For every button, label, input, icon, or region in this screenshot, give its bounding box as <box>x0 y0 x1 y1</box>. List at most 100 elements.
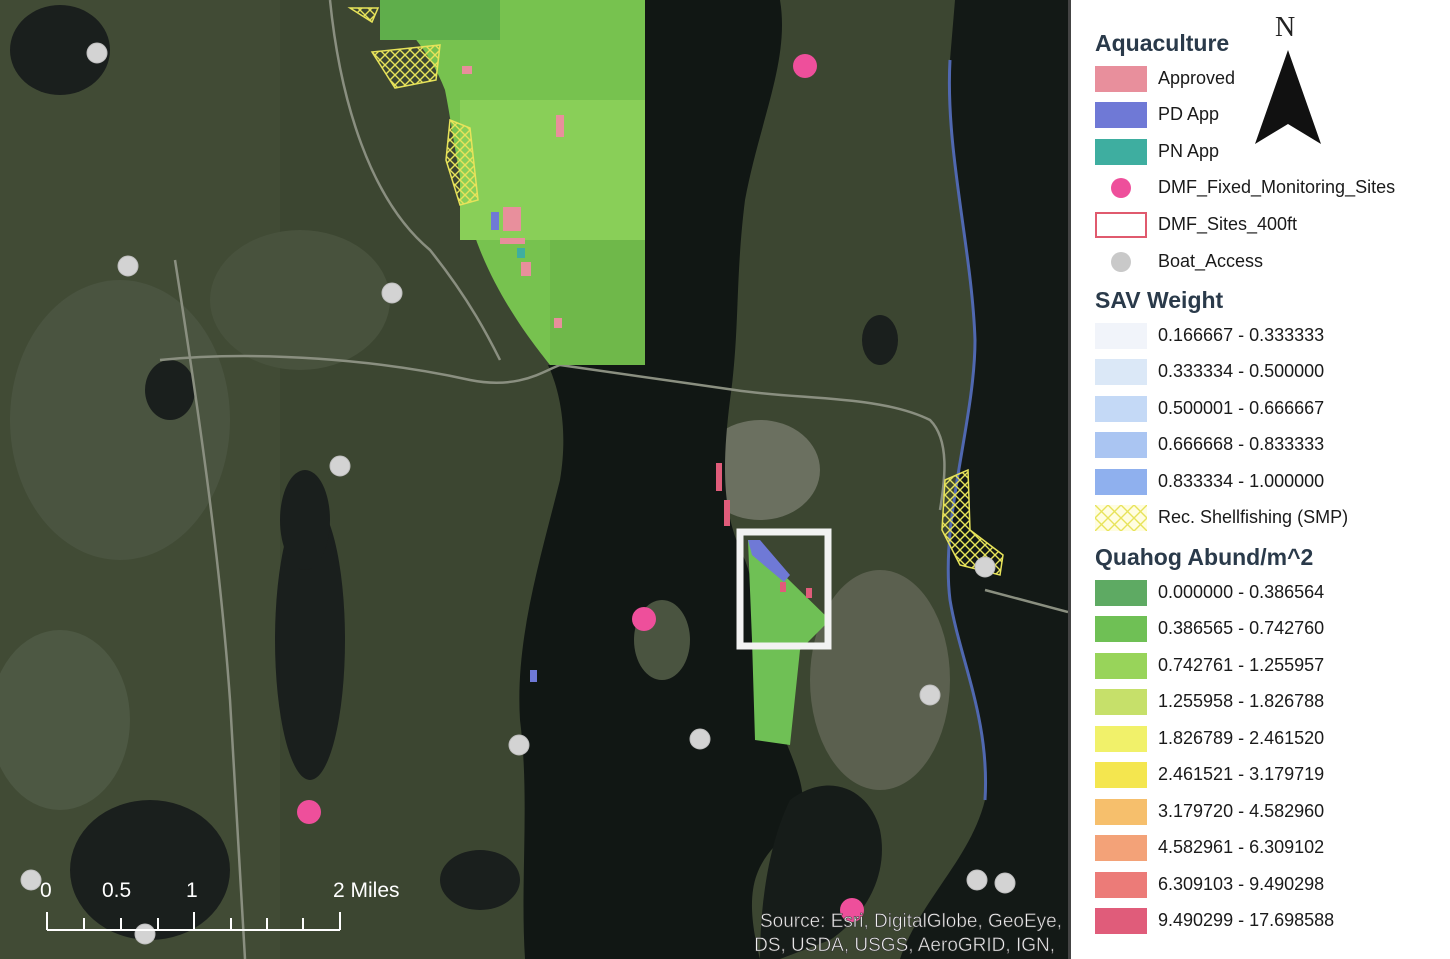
legend-item-quahog-2: 0.386565 - 0.742760 <box>1095 612 1435 646</box>
legend-panel: Aquaculture Approved PD App PN App DMF_F… <box>1068 0 1450 959</box>
east-shoreline <box>946 59 988 801</box>
legend-item-quahog-8: 4.582961 - 6.309102 <box>1095 831 1435 865</box>
legend-label: 0.666668 - 0.833333 <box>1158 434 1325 454</box>
east-water <box>900 0 1068 959</box>
legend-label: 0.386565 - 0.742760 <box>1158 618 1325 638</box>
bay-water <box>519 0 803 959</box>
quahog-swatch <box>1095 616 1147 642</box>
legend-item-quahog-5: 1.826789 - 2.461520 <box>1095 722 1435 756</box>
approved-leases-north <box>462 66 564 328</box>
scale-label-2-miles: 2 Miles <box>333 879 400 902</box>
sav-legend-title: SAV Weight <box>1095 287 1224 313</box>
legend-item-quahog-4: 1.255958 - 1.826788 <box>1095 685 1435 719</box>
legend-label: 2.461521 - 3.179719 <box>1158 764 1325 784</box>
pn-app-swatch <box>1095 139 1147 165</box>
dmf-sites-400ft-swatch <box>1095 212 1147 238</box>
boat-access-dot-icon <box>1111 252 1131 272</box>
north-letter: N <box>1275 12 1296 43</box>
legend-item-quahog-6: 2.461521 - 3.179719 <box>1095 758 1435 792</box>
sav-swatch <box>1095 432 1147 458</box>
legend-label: 1.826789 - 2.461520 <box>1158 728 1325 748</box>
scale-label-half: 0.5 <box>102 879 131 902</box>
legend-item-dmf-sites-400ft: DMF_Sites_400ft <box>1095 208 1435 242</box>
legend-label: 9.490299 - 17.698588 <box>1158 910 1335 930</box>
legend-label: 6.309103 - 9.490298 <box>1158 874 1325 894</box>
pd-lease-south <box>748 540 790 582</box>
scale-bar <box>46 912 341 931</box>
roads <box>159 0 1068 959</box>
pd-lease-north <box>491 212 499 230</box>
scale-label-0: 0 <box>40 879 52 902</box>
quahog-swatch <box>1095 580 1147 606</box>
source-attribution: Source: Esri, DigitalGlobe, GeoEye, DS, … <box>754 911 1063 957</box>
quahog-legend-title: Quahog Abund/m^2 <box>1095 544 1314 570</box>
quahog-north-zone <box>380 0 645 365</box>
legend-item-sav-5: 0.833334 - 1.000000 <box>1095 465 1435 499</box>
quahog-swatch <box>1095 653 1147 679</box>
legend-item-quahog-1: 0.000000 - 0.386564 <box>1095 576 1435 610</box>
quahog-swatch <box>1095 799 1147 825</box>
legend-item-approved: Approved <box>1095 62 1435 96</box>
north-arrow-icon <box>1255 50 1321 144</box>
legend-label: PD App <box>1158 104 1220 124</box>
legend-item-quahog-10: 9.490299 - 17.698588 <box>1095 904 1435 938</box>
legend-item-quahog-7: 3.179720 - 4.582960 <box>1095 795 1435 829</box>
legend-label: 0.500001 - 0.666667 <box>1158 398 1325 418</box>
source-line-1: Source: Esri, DigitalGlobe, GeoEye, <box>760 911 1062 932</box>
legend-label: 0.333334 - 0.500000 <box>1158 361 1325 381</box>
legend-item-sav-3: 0.500001 - 0.666667 <box>1095 392 1435 426</box>
dmf-site-400ft-box[interactable] <box>736 528 832 650</box>
quahog-swatch <box>1095 726 1147 752</box>
quahog-swatch <box>1095 689 1147 715</box>
pn-lease-north <box>517 248 525 258</box>
legend-item-sav-2: 0.333334 - 0.500000 <box>1095 355 1435 389</box>
legend-label: Approved <box>1158 68 1236 88</box>
legend-label: PN App <box>1158 141 1220 161</box>
pd-lease-bay <box>530 670 537 682</box>
boat-access-points <box>20 42 1016 945</box>
legend-item-pn-app: PN App <box>1095 135 1435 169</box>
legend-item-sav-1: 0.166667 - 0.333333 <box>1095 319 1435 353</box>
legend-label: 3.179720 - 4.582960 <box>1158 801 1325 821</box>
quahog-swatch <box>1095 835 1147 861</box>
approved-swatch <box>1095 66 1147 92</box>
sav-swatch <box>1095 469 1147 495</box>
legend-item-rec-shellfishing: Rec. Shellfishing (SMP) <box>1095 501 1435 535</box>
legend-label: Boat_Access <box>1158 251 1264 271</box>
approved-leases-south <box>716 463 812 598</box>
legend-item-quahog-3: 0.742761 - 1.255957 <box>1095 649 1435 683</box>
legend-label: DMF_Sites_400ft <box>1158 214 1298 234</box>
legend-label: 1.255958 - 1.826788 <box>1158 691 1325 711</box>
legend-item-boat-access: Boat_Access <box>1095 245 1435 279</box>
land-texture <box>0 230 950 860</box>
scale-labels: 0 0.5 1 2 Miles <box>40 879 400 902</box>
quahog-swatch <box>1095 908 1147 934</box>
scale-label-1: 1 <box>186 879 198 902</box>
legend-label: Rec. Shellfishing (SMP) <box>1158 507 1349 527</box>
legend-label: 4.582961 - 6.309102 <box>1158 837 1325 857</box>
rec-shellfishing-swatch <box>1095 505 1147 531</box>
legend-item-quahog-9: 6.309103 - 9.490298 <box>1095 868 1435 902</box>
quahog-swatch <box>1095 762 1147 788</box>
dmf-monitoring-dot-icon <box>1111 178 1131 198</box>
quahog-swatch <box>1095 872 1147 898</box>
ponds <box>10 5 898 940</box>
legend-item-sav-4: 0.666668 - 0.833333 <box>1095 428 1435 462</box>
legend-label: 0.833334 - 1.000000 <box>1158 471 1325 491</box>
legend-label: 0.166667 - 0.333333 <box>1158 325 1325 345</box>
sav-swatch <box>1095 359 1147 385</box>
legend-label: 0.000000 - 0.386564 <box>1158 582 1325 602</box>
sav-swatch <box>1095 396 1147 422</box>
source-line-2: DS, USDA, USGS, AeroGRID, IGN, <box>754 935 1055 956</box>
aquaculture-legend-title: Aquaculture <box>1095 30 1230 56</box>
legend-label: DMF_Fixed_Monitoring_Sites <box>1158 177 1396 197</box>
legend-item-dmf-monitoring: DMF_Fixed_Monitoring_Sites <box>1095 171 1435 205</box>
dmf-monitoring-sites <box>297 54 864 922</box>
pd-app-swatch <box>1095 102 1147 128</box>
rec-shellfishing-areas <box>347 7 1004 576</box>
legend-label: 0.742761 - 1.255957 <box>1158 655 1325 675</box>
legend-item-pd-app: PD App <box>1095 98 1435 132</box>
map-canvas[interactable]: 0 0.5 1 2 Miles Source: Esri, DigitalGlo… <box>0 0 1068 959</box>
sav-swatch <box>1095 323 1147 349</box>
